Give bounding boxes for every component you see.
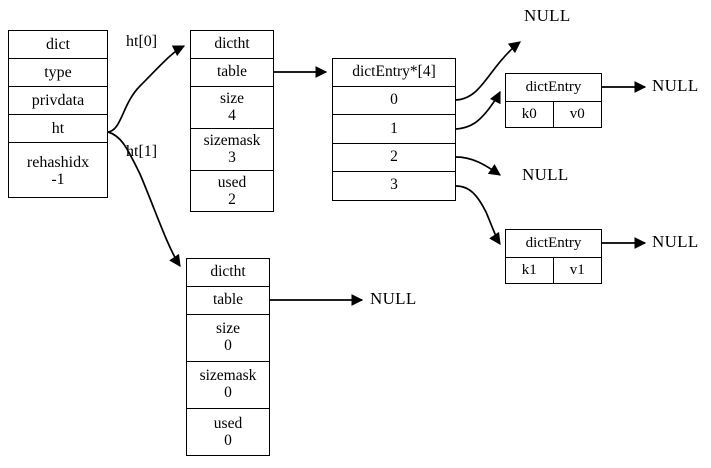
bucket-array-title: dictEntry*[4] (333, 59, 455, 88)
dictentry-k1-box: dictEntry k1 v1 (505, 229, 602, 284)
edge-slot3-entry1 (455, 185, 501, 245)
dictht0-field-sizemask: sizemask 3 (191, 129, 273, 171)
dict-struct-box: dict type privdata ht rehashidx -1 (8, 30, 108, 198)
dict-field-rehashidx: rehashidx -1 (26, 153, 90, 188)
bucket-slot-0: 0 (333, 87, 455, 116)
dictht1-field-sizemask: sizemask 0 (187, 362, 269, 409)
dictht1-box: dictht table size 0 sizemask 0 used 0 (186, 258, 270, 456)
dict-field-privdata: privdata (9, 87, 107, 115)
dictentry-k0-value: v0 (569, 106, 585, 123)
ht0-pointer-label: ht[0] (126, 33, 158, 50)
edge-slot2-null (455, 156, 501, 176)
null-slot0: NULL (524, 6, 571, 25)
null-slot2: NULL (522, 165, 569, 184)
bucket-slot-2: 2 (333, 144, 455, 172)
dict-struct-title: dict (9, 31, 107, 59)
edge-ht0 (107, 45, 186, 133)
dictentry-k1-kv: k1 v1 (506, 258, 601, 284)
dictentry-k1-value: v1 (569, 262, 585, 279)
ht1-pointer-label: ht[1] (126, 143, 158, 160)
dictht0-field-size: size 4 (191, 87, 273, 129)
dictentry-k0-key: k0 (506, 102, 554, 128)
dict-field-ht: ht (9, 115, 107, 143)
dictht0-box: dictht table size 4 sizemask 3 used 2 (190, 30, 274, 212)
bucket-slot-3: 3 (390, 176, 398, 194)
dictht1-field-table: table (187, 287, 269, 315)
dictht1-field-size: size 0 (187, 315, 269, 362)
null-entry1-next: NULL (652, 232, 699, 251)
dictentry-k1-title: dictEntry (506, 230, 601, 258)
dictht0-field-used: used 2 (217, 174, 247, 208)
dictht1-field-used: used 0 (213, 414, 243, 449)
dictht0-field-table: table (191, 59, 273, 87)
null-entry0-next: NULL (652, 76, 699, 95)
bucket-array-box: dictEntry*[4] 0 1 2 3 (332, 58, 456, 201)
dict-field-type: type (9, 59, 107, 87)
dictentry-k0-kv: k0 v0 (506, 102, 601, 128)
dictentry-k0-title: dictEntry (506, 74, 601, 102)
dictentry-k0-box: dictEntry k0 v0 (505, 73, 602, 128)
dictht0-title: dictht (191, 31, 273, 59)
null-dictht1-table: NULL (370, 289, 417, 308)
dictentry-k1-key: k1 (506, 258, 554, 284)
dictht1-title: dictht (187, 259, 269, 287)
bucket-slot-1: 1 (333, 115, 455, 144)
edge-slot1-entry0 (455, 90, 501, 130)
